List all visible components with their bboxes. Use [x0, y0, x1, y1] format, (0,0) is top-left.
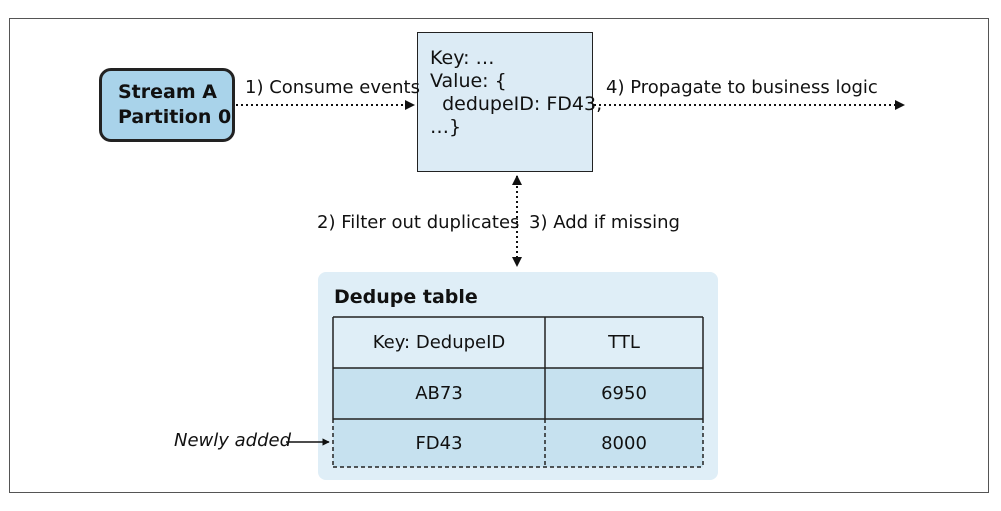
newly-added-label: Newly added — [174, 430, 292, 451]
stream-a-node: Stream A Partition 0 — [99, 68, 235, 142]
event-box: Key: … Value: { dedupeID: FD43, …} — [417, 32, 602, 172]
add-label: 3) Add if missing — [529, 212, 680, 233]
table-row-1-ttl: 6950 — [545, 368, 703, 419]
table-new-row-border — [332, 419, 704, 468]
filter-label: 2) Filter out duplicates — [317, 212, 520, 233]
table-header-key: Key: DedupeID — [333, 317, 545, 368]
dedupe-table-title: Dedupe table — [334, 286, 478, 308]
table-grid — [332, 316, 704, 420]
event-key-line: Key: … — [430, 47, 495, 69]
table-header-ttl: TTL — [545, 317, 703, 368]
propagate-label: 4) Propagate to business logic — [606, 77, 878, 98]
stream-partition: Partition 0 — [118, 106, 232, 128]
consume-label: 1) Consume events — [245, 77, 420, 98]
stream-name: Stream A — [118, 81, 217, 103]
table-row-2-key: FD43 — [333, 419, 545, 467]
table-row-2-ttl: 8000 — [545, 419, 703, 467]
event-value-line: Value: { — [430, 70, 507, 92]
table-row-1-key: AB73 — [333, 368, 545, 419]
event-close-line: …} — [430, 116, 462, 138]
